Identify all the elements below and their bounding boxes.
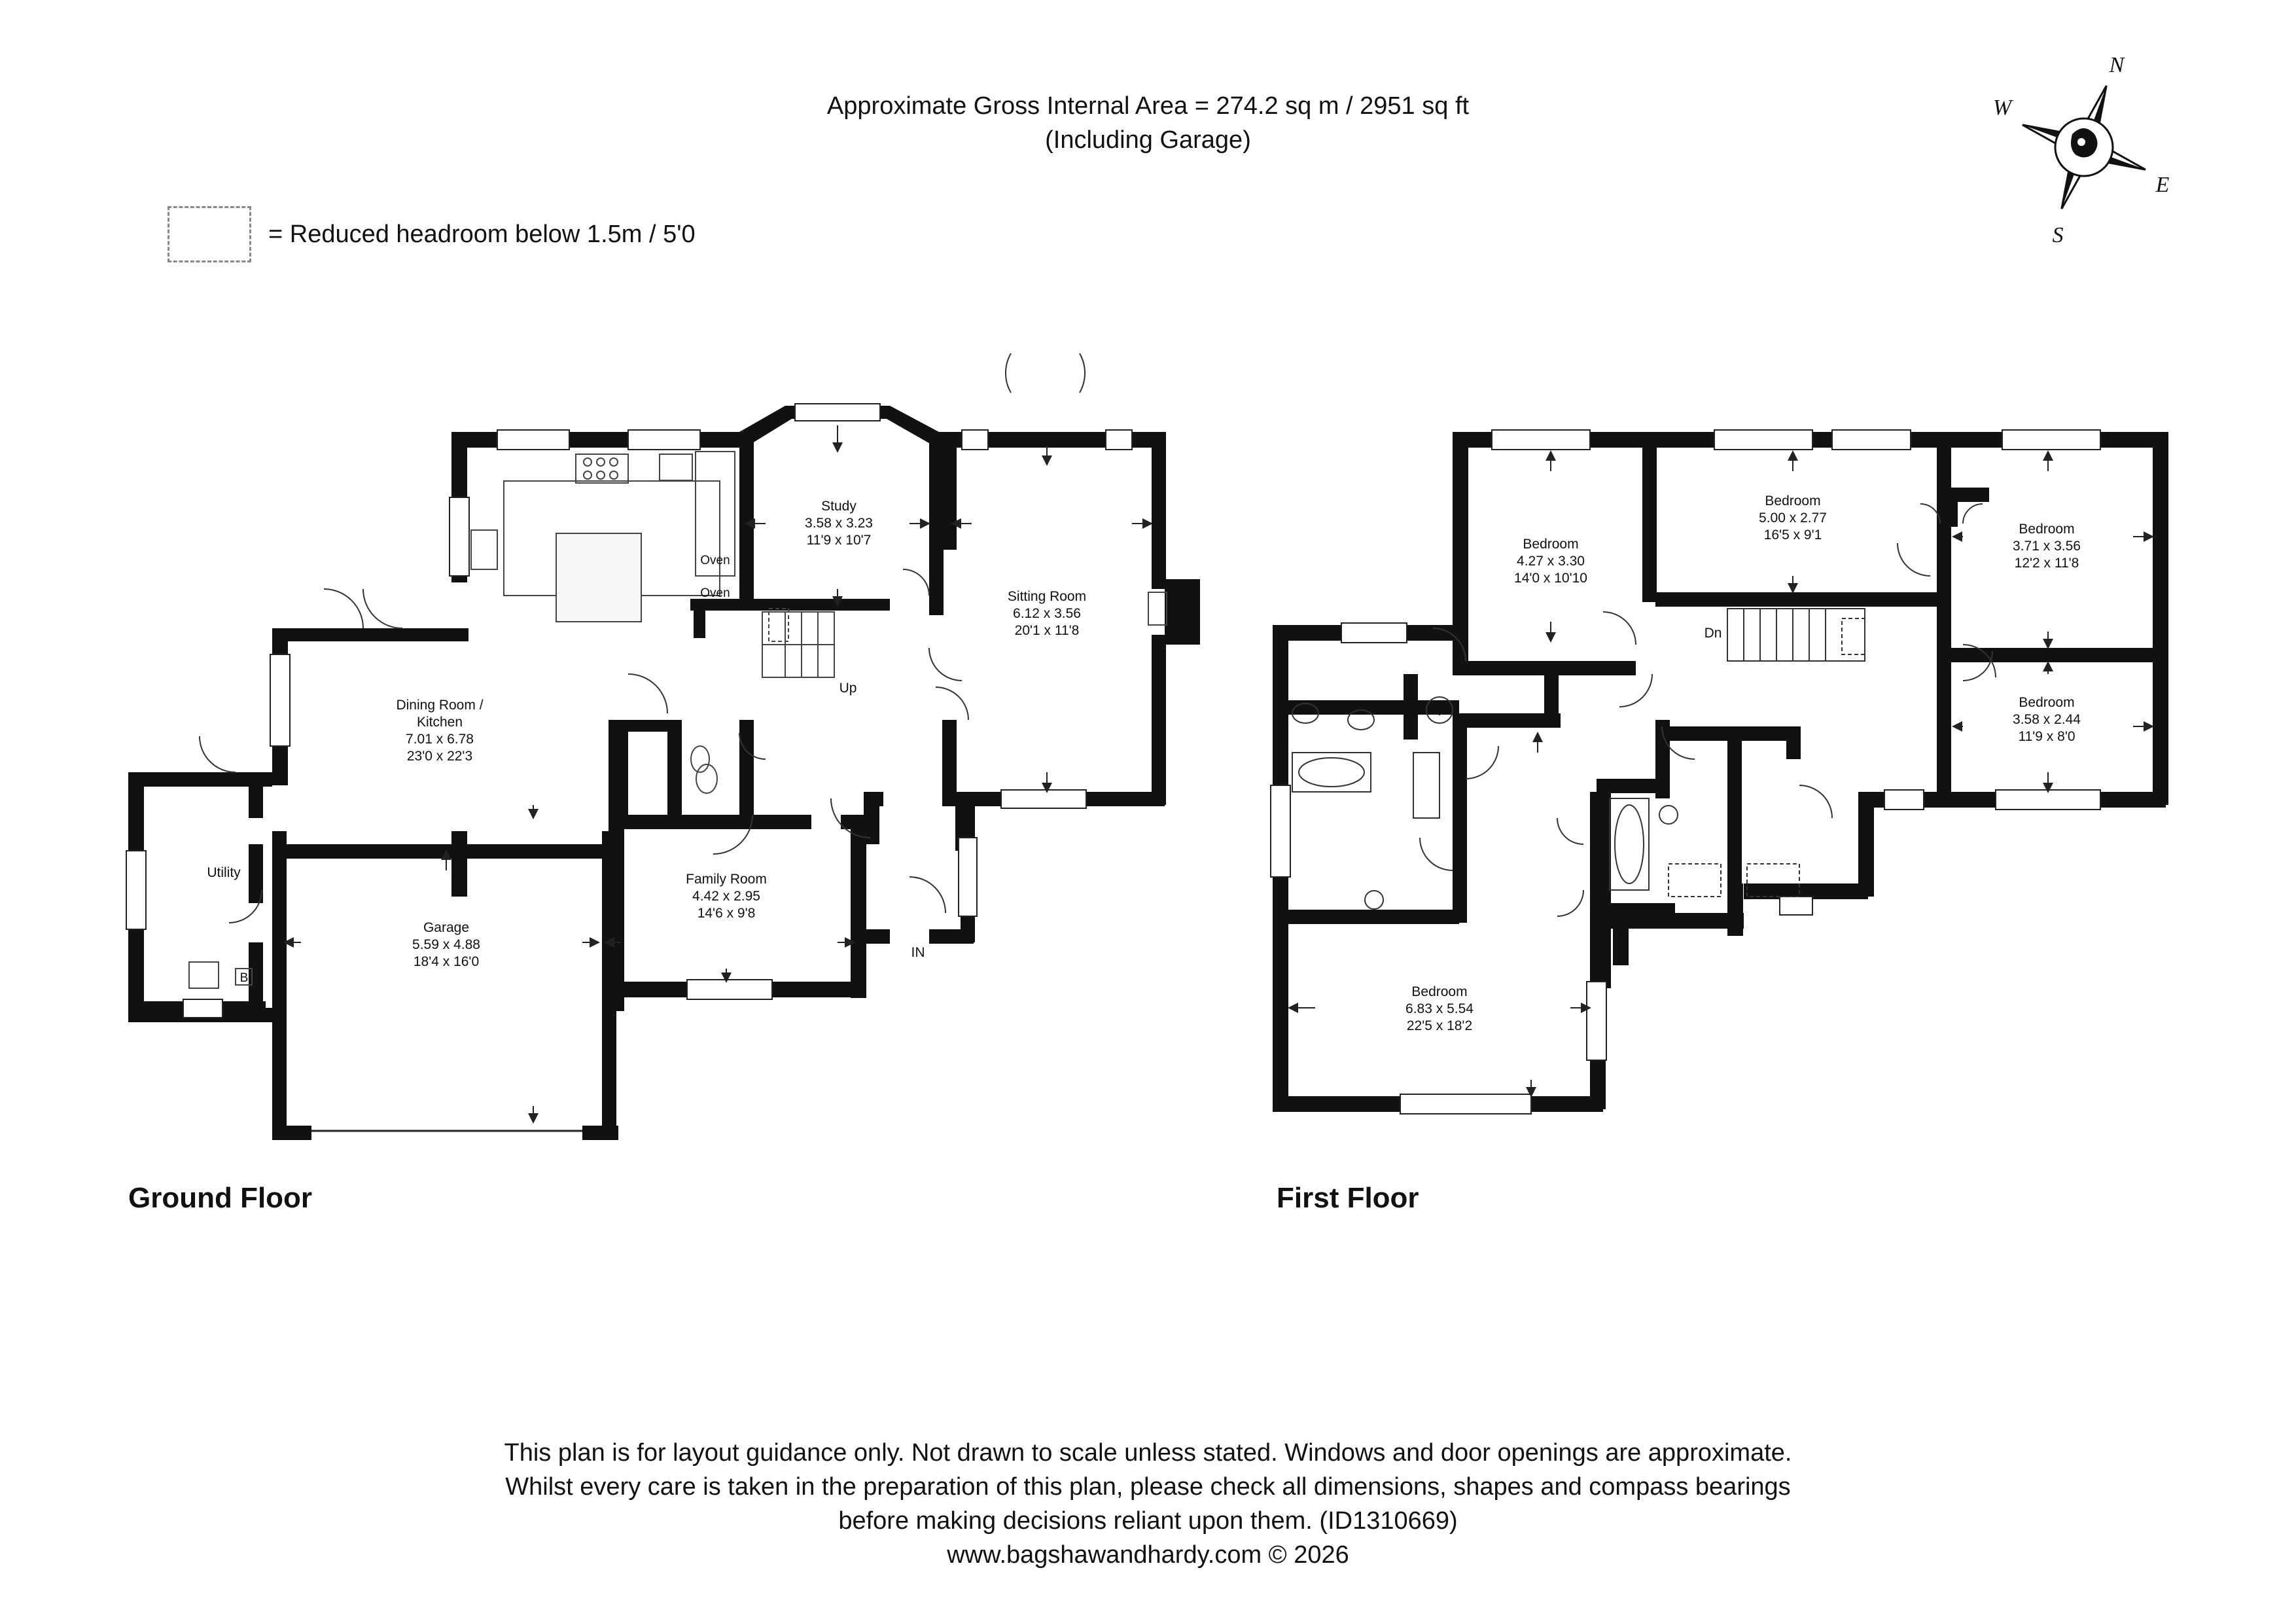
stairs-down-label: Dn <box>1704 626 1722 641</box>
stairs-up-label: Up <box>839 681 857 696</box>
bedroom-2-name: Bedroom <box>1765 493 1820 508</box>
garage-metric: 5.59 x 4.88 <box>412 937 480 952</box>
sitting-room-name: Sitting Room <box>1008 589 1086 604</box>
oven-1-label: Oven <box>700 554 730 567</box>
study-imperial: 11'9 x 10'7 <box>807 533 872 548</box>
disclaimer-line-2: Whilst every care is taken in the prepar… <box>505 1473 1791 1501</box>
entrance-in-label: IN <box>911 945 925 960</box>
bedroom-1-imperial: 14'0 x 10'10 <box>1514 571 1587 586</box>
website-link[interactable]: www.bagshawandhardy.com © 2026 <box>947 1541 1349 1569</box>
bedroom-3-metric: 3.71 x 3.56 <box>2013 539 2081 554</box>
bedroom-5-name: Bedroom <box>1411 984 1467 999</box>
legend-text: = Reduced headroom below 1.5m / 5'0 <box>268 220 696 248</box>
bedroom-5-metric: 6.83 x 5.54 <box>1405 1001 1474 1016</box>
garage-imperial: 18'4 x 16'0 <box>414 954 479 969</box>
family-room-name: Family Room <box>686 872 767 887</box>
water-tank-label: T <box>1436 704 1444 719</box>
sitting-room-imperial: 20'1 x 11'8 <box>1015 623 1080 638</box>
compass-west-label: W <box>1993 96 2013 120</box>
first-floor-label: First Floor <box>1277 1182 1419 1214</box>
bedroom-4-imperial: 11'9 x 8'0 <box>2018 729 2075 744</box>
sitting-room-metric: 6.12 x 3.56 <box>1013 606 1081 621</box>
first-floor-plan: Bedroom 4.27 x 3.30 14'0 x 10'10 Bedroom… <box>1270 429 2168 1115</box>
compass-rose-icon: N E S W <box>1993 53 2170 247</box>
compass-north-label: N <box>2109 53 2126 77</box>
disclaimer-line-1: This plan is for layout guidance only. N… <box>504 1439 1792 1467</box>
garage-name: Garage <box>423 920 469 935</box>
compass-east-label: E <box>2155 173 2170 197</box>
disclaimer: This plan is for layout guidance only. N… <box>0 1436 2296 1572</box>
reduced-headroom-swatch <box>168 206 251 262</box>
utility-name: Utility <box>207 865 241 880</box>
bedroom-3-name: Bedroom <box>2019 522 2074 537</box>
study-name: Study <box>821 499 857 514</box>
dining-kitchen-name-1: Dining Room / <box>396 698 483 713</box>
dining-kitchen-imperial: 23'0 x 22'3 <box>407 749 472 764</box>
bedroom-4-name: Bedroom <box>2019 695 2074 710</box>
headroom-legend: = Reduced headroom below 1.5m / 5'0 <box>168 206 696 262</box>
ground-floor-label: Ground Floor <box>128 1182 313 1214</box>
compass-south-label: S <box>2053 223 2064 247</box>
study-metric: 3.58 x 3.23 <box>805 516 873 531</box>
family-room-imperial: 14'6 x 9'8 <box>698 906 756 921</box>
family-room-metric: 4.42 x 2.95 <box>692 889 760 904</box>
boiler-label: B <box>240 971 249 985</box>
dining-kitchen-name-2: Kitchen <box>417 715 463 730</box>
bedroom-1-name: Bedroom <box>1523 537 1578 552</box>
bedroom-5-imperial: 22'5 x 18'2 <box>1407 1018 1472 1033</box>
bedroom-2-metric: 5.00 x 2.77 <box>1759 510 1827 526</box>
bedroom-1-metric: 4.27 x 3.30 <box>1517 554 1585 569</box>
disclaimer-line-3: before making decisions reliant upon the… <box>838 1507 1458 1535</box>
gross-area-text: Approximate Gross Internal Area = 274.2 … <box>826 92 1470 120</box>
bedroom-4-metric: 3.58 x 2.44 <box>2013 712 2081 727</box>
bedroom-3-imperial: 12'2 x 11'8 <box>2015 556 2079 571</box>
ground-floor-plan: Study 3.58 x 3.23 11'9 x 10'7 Sitting Ro… <box>126 353 1200 1140</box>
oven-2-label: Oven <box>700 586 730 600</box>
bedroom-2-imperial: 16'5 x 9'1 <box>1764 527 1822 543</box>
including-garage-text: (Including Garage) <box>1045 126 1251 154</box>
dining-kitchen-metric: 7.01 x 6.78 <box>406 732 474 747</box>
